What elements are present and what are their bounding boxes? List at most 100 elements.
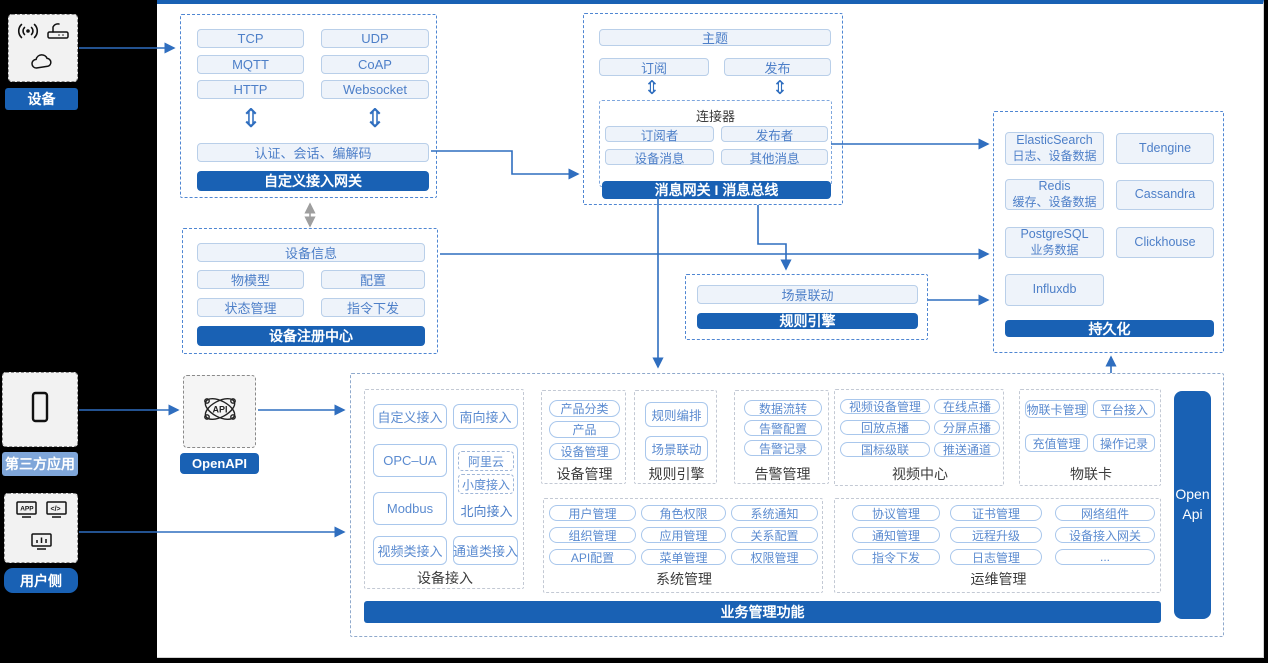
more-button[interactable]: ... [1055, 549, 1155, 565]
command-dispatch-ops-button[interactable]: 指令下发 [852, 549, 940, 565]
section-label: 视频中心 [892, 466, 948, 482]
api-icon-text: API [212, 405, 227, 415]
cassandra-store[interactable]: Cassandra [1116, 180, 1214, 210]
product-category-button[interactable]: 产品分类 [549, 400, 620, 417]
section-label: 系统管理 [656, 571, 712, 587]
device-mgmt-button[interactable]: 设备管理 [549, 443, 620, 460]
publisher-button[interactable]: 发布者 [721, 126, 828, 143]
device-access-gateway-button[interactable]: 设备接入网关 [1055, 527, 1155, 543]
org-mgmt-button[interactable]: 组织管理 [549, 527, 636, 543]
alarm-record-button[interactable]: 告警记录 [744, 440, 822, 456]
app-monitor-icon: APP [14, 499, 39, 525]
phone-icon [29, 390, 51, 429]
menu-mgmt-button[interactable]: 菜单管理 [641, 549, 726, 565]
custom-access-button[interactable]: 自定义接入 [373, 404, 447, 429]
store-name: Redis [1038, 179, 1071, 194]
section-label: 物联卡 [1070, 466, 1112, 482]
log-mgmt-button[interactable]: 日志管理 [950, 549, 1042, 565]
notice-mgmt-button[interactable]: 通知管理 [852, 527, 940, 543]
video-access-button[interactable]: 视频类接入 [373, 536, 447, 565]
updown-arrow-icon: ⇕ [364, 104, 386, 134]
protocol-http[interactable]: HTTP [197, 80, 304, 99]
protocol-mqtt[interactable]: MQTT [197, 55, 304, 74]
permission-mgmt-button[interactable]: 权限管理 [731, 549, 818, 565]
platform-access-button[interactable]: 平台接入 [1093, 400, 1155, 418]
user-side-box: APP </> [4, 493, 78, 563]
xiaodu-access-button[interactable]: 小度接入 [458, 474, 514, 494]
postgresql-store[interactable]: PostgreSQL 业务数据 [1005, 227, 1104, 258]
playback-button[interactable]: 回放点播 [840, 420, 930, 435]
network-component-button[interactable]: 网络组件 [1055, 505, 1155, 521]
device-info-button[interactable]: 设备信息 [197, 243, 425, 262]
router-icon [45, 21, 71, 46]
publish-button[interactable]: 发布 [724, 58, 831, 76]
push-channel-button[interactable]: 推送通道 [934, 442, 1000, 457]
remote-upgrade-button[interactable]: 远程升级 [950, 527, 1042, 543]
channel-access-button[interactable]: 通道类接入 [453, 536, 518, 565]
role-permission-button[interactable]: 角色权限 [641, 505, 726, 521]
protocol-coap[interactable]: CoAP [321, 55, 429, 74]
relation-config-button[interactable]: 关系配置 [731, 527, 818, 543]
app-mgmt-button[interactable]: 应用管理 [641, 527, 726, 543]
split-screen-button[interactable]: 分屏点播 [934, 420, 1000, 435]
auth-session-codec[interactable]: 认证、会话、编解码 [197, 143, 429, 162]
other-message-button[interactable]: 其他消息 [721, 149, 828, 166]
chart-monitor-icon [10, 531, 72, 557]
subscriber-button[interactable]: 订阅者 [605, 126, 714, 143]
store-sub: 业务数据 [1030, 242, 1079, 257]
device-message-button[interactable]: 设备消息 [605, 149, 714, 166]
openapi-label: OpenAPI [180, 453, 259, 474]
system-notice-button[interactable]: 系统通知 [731, 505, 818, 521]
product-button[interactable]: 产品 [549, 421, 620, 438]
data-flow-button[interactable]: 数据流转 [744, 400, 822, 416]
opcua-button[interactable]: OPC–UA [373, 444, 447, 477]
rule-orchestration-button[interactable]: 规则编排 [645, 402, 708, 427]
cert-mgmt-button[interactable]: 证书管理 [950, 505, 1042, 521]
recharge-mgmt-button[interactable]: 充值管理 [1025, 434, 1088, 452]
online-play-button[interactable]: 在线点播 [934, 399, 1000, 414]
section-label: 规则引擎 [648, 466, 705, 482]
elasticsearch-store[interactable]: ElasticSearch 日志、设备数据 [1005, 132, 1104, 165]
registry-box: 设备信息 物模型 配置 状态管理 指令下发 设备注册中心 [182, 228, 438, 354]
thing-model-button[interactable]: 物模型 [197, 270, 304, 289]
scene-linkage-button[interactable]: 场景联动 [697, 285, 918, 304]
rule-box: 场景联动 规则引擎 [685, 274, 928, 340]
south-access-button[interactable]: 南向接入 [453, 404, 518, 429]
business-title-bar: 业务管理功能 [364, 601, 1161, 623]
status-mgmt-button[interactable]: 状态管理 [197, 298, 304, 317]
section-ops-mgmt: 协议管理 证书管理 网络组件 通知管理 远程升级 设备接入网关 指令下发 日志管… [834, 498, 1161, 593]
video-device-mgmt-button[interactable]: 视频设备管理 [840, 399, 930, 414]
command-dispatch-button[interactable]: 指令下发 [321, 298, 425, 317]
protocol-udp[interactable]: UDP [321, 29, 429, 48]
open-api-vertical-bar: Open Api [1174, 391, 1211, 619]
updown-arrow-icon: ⇕ [644, 77, 660, 99]
topic-button[interactable]: 主题 [599, 29, 831, 46]
aliyun-button[interactable]: 阿里云 [458, 451, 514, 471]
protocol-mgmt-button[interactable]: 协议管理 [852, 505, 940, 521]
iot-card-mgmt-button[interactable]: 物联卡管理 [1025, 400, 1088, 418]
alarm-config-button[interactable]: 告警配置 [744, 420, 822, 436]
config-button[interactable]: 配置 [321, 270, 425, 289]
device-rail-label: 设备 [5, 88, 78, 110]
redis-store[interactable]: Redis 缓存、设备数据 [1005, 179, 1104, 210]
clickhouse-store[interactable]: Clickhouse [1116, 227, 1214, 258]
protocol-tcp[interactable]: TCP [197, 29, 304, 48]
connector-title: 连接器 [695, 109, 735, 124]
operation-record-button[interactable]: 操作记录 [1093, 434, 1155, 452]
influxdb-store[interactable]: Influxdb [1005, 274, 1104, 306]
protocol-websocket[interactable]: Websocket [321, 80, 429, 99]
scene-linkage-sec-button[interactable]: 场景联动 [645, 436, 708, 461]
store-sub: 缓存、设备数据 [1012, 194, 1097, 209]
user-mgmt-button[interactable]: 用户管理 [549, 505, 636, 521]
store-name: ElasticSearch [1016, 133, 1093, 148]
section-video-center: 视频设备管理 在线点播 回放点播 分屏点播 国标级联 推送通道 视频中心 [834, 389, 1004, 486]
updown-arrow-icon: ⇕ [240, 104, 262, 134]
subscribe-button[interactable]: 订阅 [599, 58, 709, 76]
tdengine-store[interactable]: Tdengine [1116, 133, 1214, 164]
section-label: 运维管理 [970, 571, 1027, 587]
modbus-button[interactable]: Modbus [373, 492, 447, 525]
api-config-button[interactable]: API配置 [549, 549, 636, 565]
north-access-group: 阿里云 小度接入 北向接入 [453, 444, 518, 525]
device-sources-box [8, 14, 78, 82]
gb-cascade-button[interactable]: 国标级联 [840, 442, 930, 457]
